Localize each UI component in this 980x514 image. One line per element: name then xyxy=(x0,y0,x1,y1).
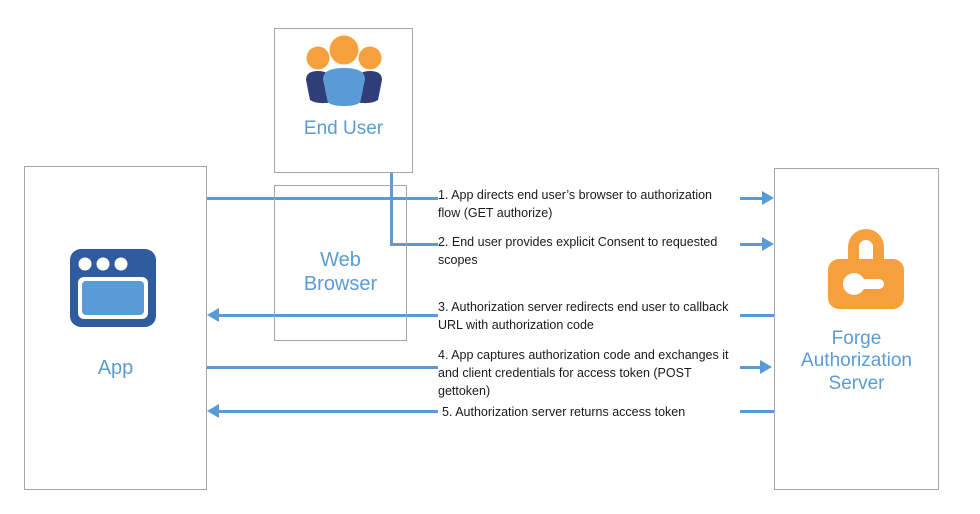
arrowhead-step-1 xyxy=(762,191,774,205)
node-label-web-browser: Web Browser xyxy=(303,249,378,295)
people-group-icon xyxy=(298,34,390,106)
step-description-1: 1. App directs end user’s browser to aut… xyxy=(438,188,712,221)
connector-step-3-right-segment xyxy=(740,314,774,317)
node-label-end-user: End User xyxy=(303,118,384,139)
padlock-icon xyxy=(822,217,910,311)
node-label-forge-authorization-server: Forge Authorization Server xyxy=(801,328,912,394)
connector-step-2-elbow-segment xyxy=(390,243,438,246)
connector-step-1-right-segment xyxy=(740,197,766,200)
connector-step-2-right-segment xyxy=(740,243,766,246)
node-box-end-user[interactable] xyxy=(274,28,413,173)
step-description-5: 5. Authorization server returns access t… xyxy=(442,405,686,419)
connector-step-4-right-segment xyxy=(740,366,762,369)
step-description-3: 3. Authorization server redirects end us… xyxy=(438,300,729,333)
node-box-web-browser[interactable] xyxy=(274,185,407,341)
arrowhead-step-4 xyxy=(760,360,772,374)
arrowhead-step-2 xyxy=(762,237,774,251)
connector-step-2-vertical-segment xyxy=(390,173,393,245)
connector-step-4-left-segment xyxy=(207,366,438,369)
step-description-4: 4. App captures authorization code and e… xyxy=(438,348,729,399)
connector-step-5-left-segment xyxy=(219,410,438,413)
connector-step-1-left-segment xyxy=(207,197,438,200)
node-box-app[interactable] xyxy=(24,166,207,490)
connector-step-3-left-segment xyxy=(219,314,438,317)
arrowhead-step-5 xyxy=(207,404,219,418)
connector-step-5-right-segment xyxy=(740,410,774,413)
arrowhead-step-3 xyxy=(207,308,219,322)
step-description-2: 2. End user provides explicit Consent to… xyxy=(438,235,718,268)
node-box-forge-authorization-server[interactable] xyxy=(774,168,939,490)
node-label-app: App xyxy=(97,357,134,379)
browser-window-icon xyxy=(68,247,158,329)
